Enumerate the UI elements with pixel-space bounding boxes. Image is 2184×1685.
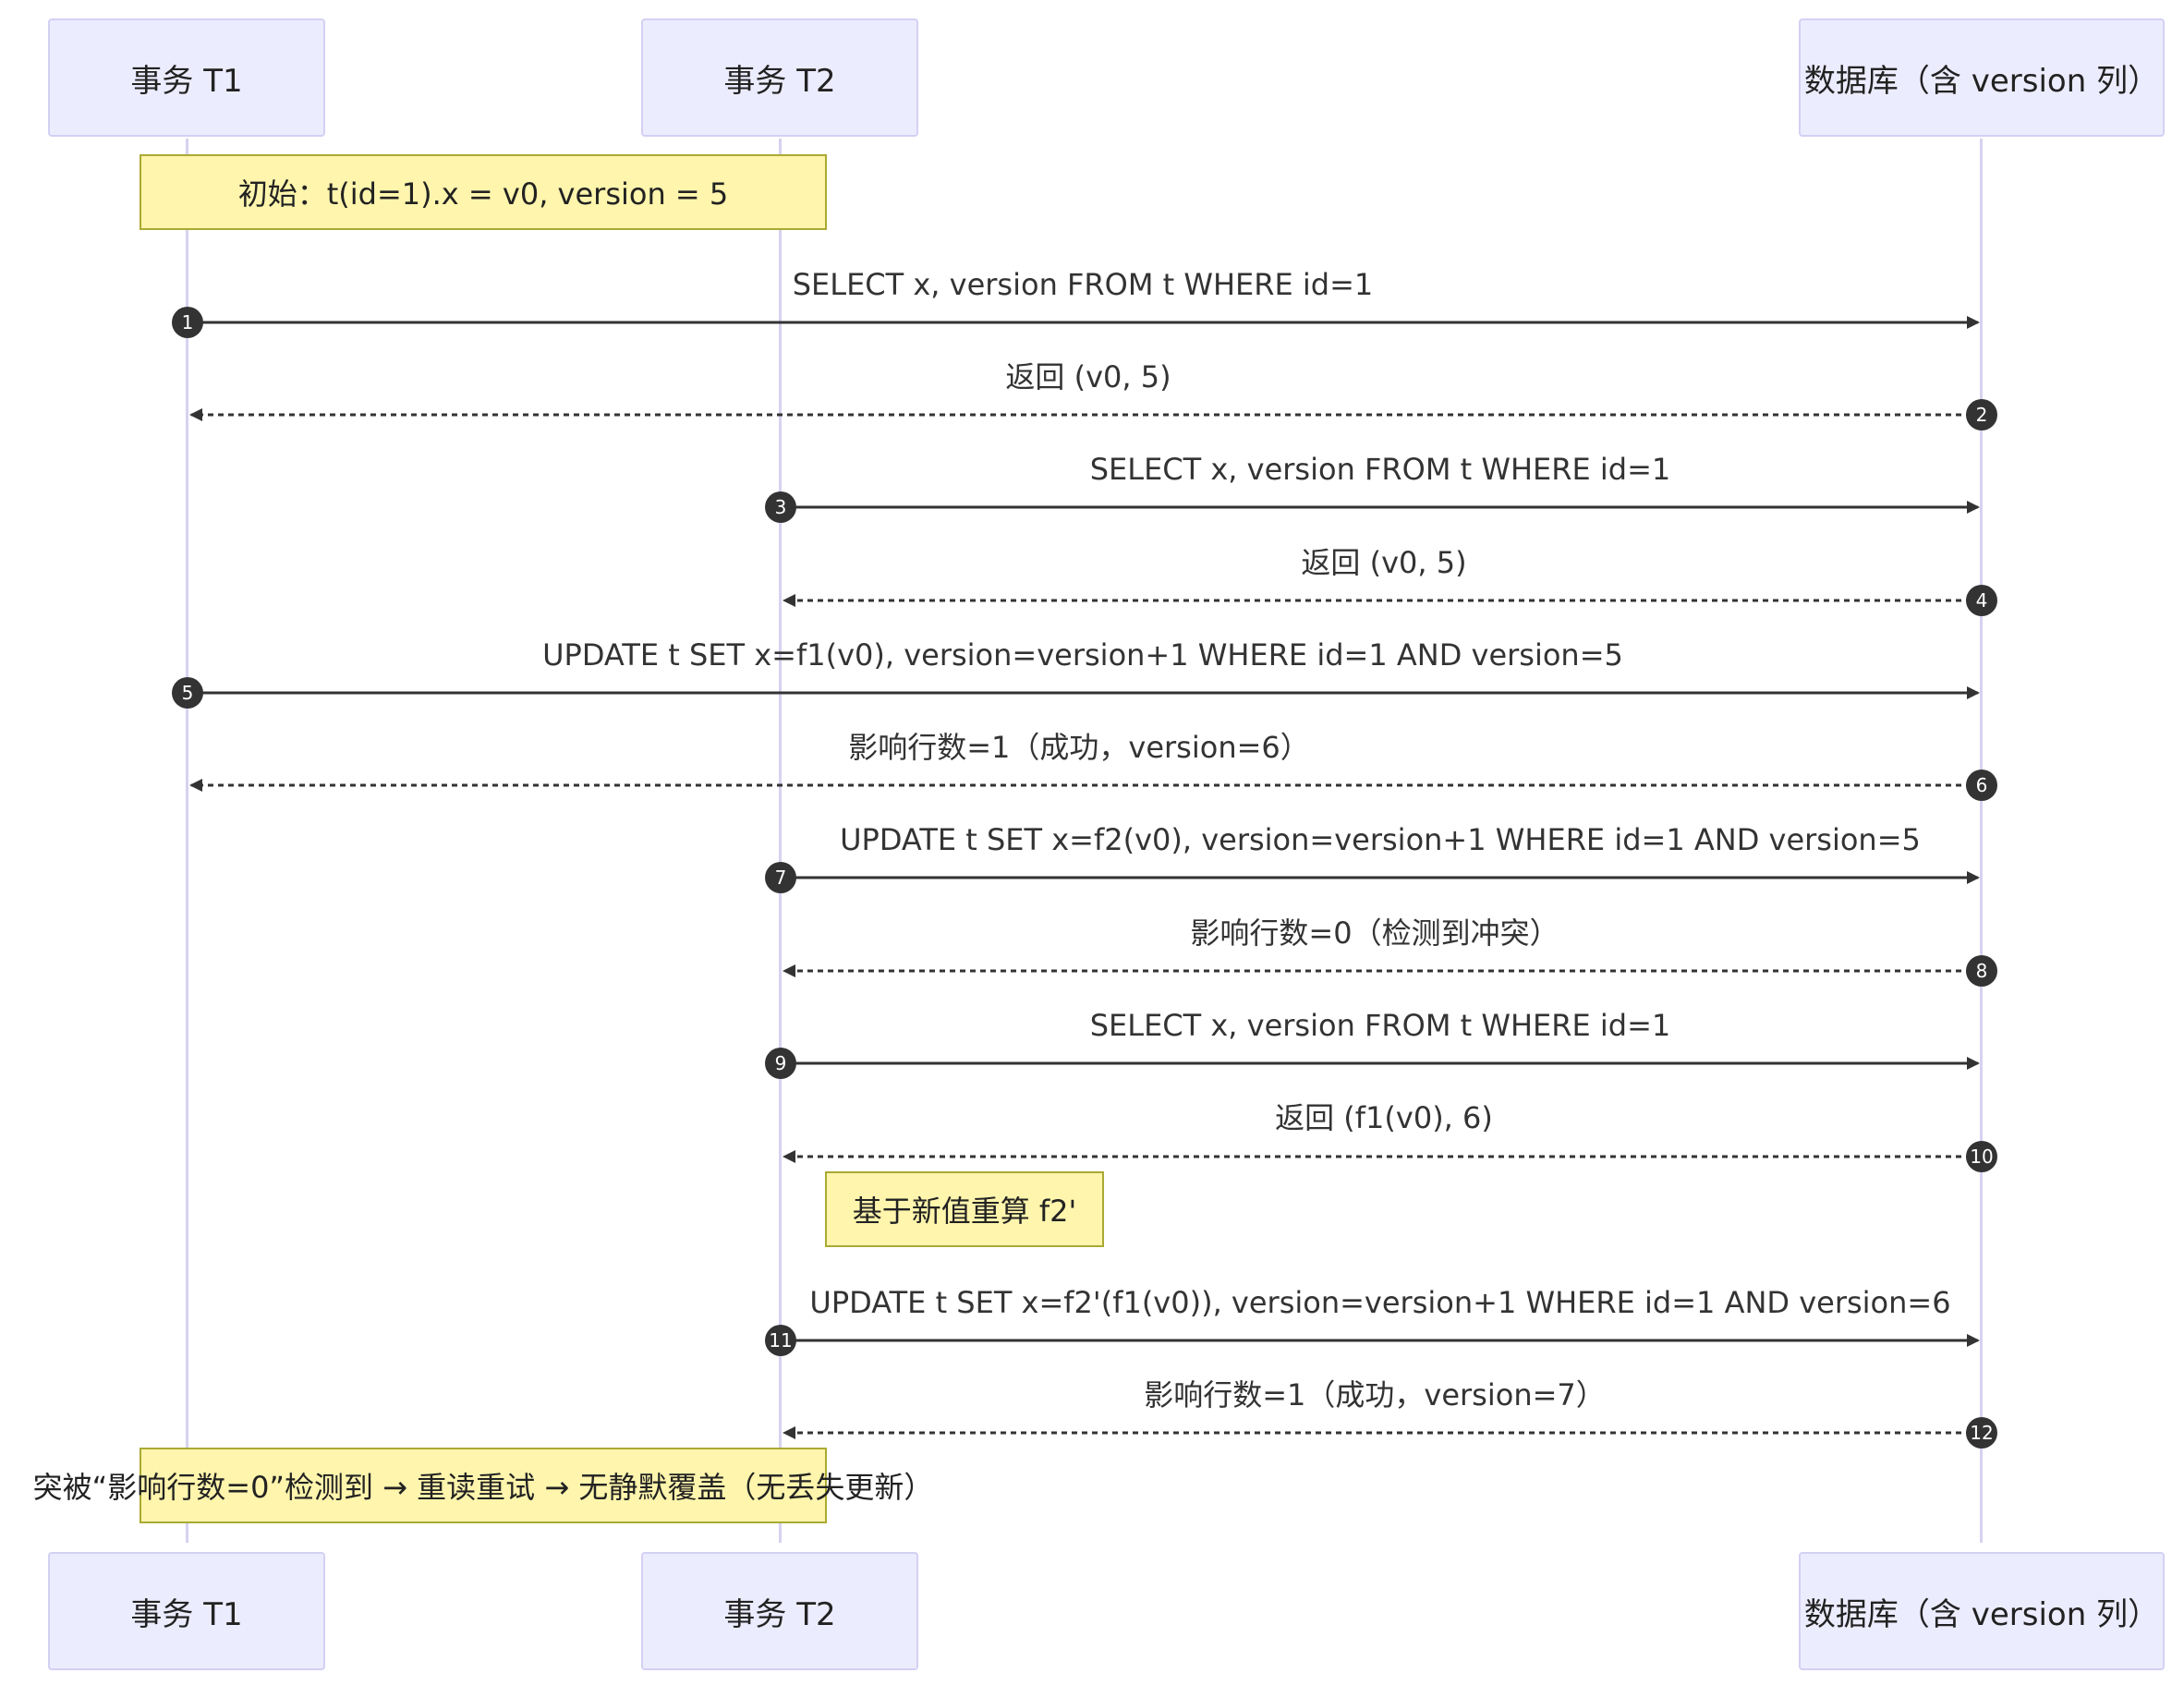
note-summary: 突被“影响行数=0”检测到 → 重读重试 → 无静默覆盖（无丢失更新） (33, 1448, 933, 1523)
message-label-6: 影响行数=1（成功，version=6） (848, 730, 1310, 765)
lifeline-t2 (779, 139, 782, 1543)
actor-label: 事务 T2 (723, 1595, 836, 1633)
lifeline-t1 (186, 139, 188, 1543)
message-label-4: 返回 (v0, 5) (1301, 545, 1467, 580)
sequence-number-12: 12 (1970, 1422, 1993, 1444)
actor-db-bottom: 数据库（含 version 列） (1799, 1552, 2165, 1670)
actor-label: 数据库（含 version 列） (1803, 62, 2160, 100)
sequence-number-6: 6 (1976, 774, 1988, 796)
note-text: 初始：t(id=1).x = v0, version = 5 (237, 176, 729, 212)
sequence-number-5: 5 (182, 682, 194, 704)
sequence-number-badge-11 (765, 1325, 796, 1356)
note-recompute: 基于新值重算 f2' (825, 1171, 1104, 1247)
message-label-2: 返回 (v0, 5) (1005, 359, 1171, 394)
actor-db-top: 数据库（含 version 列） (1799, 18, 2165, 137)
actor-t1-top: 事务 T1 (48, 18, 325, 137)
message-label-10: 返回 (f1(v0), 6) (1275, 1100, 1493, 1135)
sequence-number-4: 4 (1976, 589, 1988, 612)
sequence-number-9: 9 (775, 1052, 787, 1074)
sequence-number-badge-6 (1966, 770, 1997, 801)
message-label-1: SELECT x, version FROM t WHERE id=1 (792, 267, 1374, 302)
sequence-number-8: 8 (1976, 960, 1988, 982)
sequence-number-badge-3 (765, 491, 796, 523)
actor-t1-bottom: 事务 T1 (48, 1552, 325, 1670)
lifeline-db (1980, 139, 1983, 1543)
sequence-number-badge-12 (1966, 1417, 1997, 1449)
sequence-number-badge-7 (765, 862, 796, 893)
message-label-8: 影响行数=0（检测到冲突） (1190, 915, 1559, 951)
sequence-number-badge-9 (765, 1048, 796, 1079)
note-text: 突被“影响行数=0”检测到 → 重读重试 → 无静默覆盖（无丢失更新） (32, 1470, 934, 1505)
message-label-5: UPDATE t SET x=f1(v0), version=version+1… (542, 637, 1623, 673)
sequence-number-3: 3 (775, 496, 787, 518)
sequence-number-badge-4 (1966, 585, 1997, 616)
sequence-number-badge-2 (1966, 399, 1997, 430)
message-label-7: UPDATE t SET x=f2(v0), version=version+1… (840, 822, 1921, 857)
actor-t2-top: 事务 T2 (641, 18, 918, 137)
sequence-number-badge-5 (172, 677, 203, 709)
message-label-11: UPDATE t SET x=f2'(f1(v0)), version=vers… (809, 1285, 1951, 1320)
note-initial: 初始：t(id=1).x = v0, version = 5 (140, 154, 827, 230)
message-label-9: SELECT x, version FROM t WHERE id=1 (1089, 1008, 1671, 1043)
sequence-number-badge-10 (1966, 1141, 1997, 1172)
sequence-number-badge-1 (172, 307, 203, 338)
message-label-3: SELECT x, version FROM t WHERE id=1 (1089, 452, 1671, 487)
sequence-number-11: 11 (769, 1329, 792, 1352)
actor-t2-bottom: 事务 T2 (641, 1552, 918, 1670)
sequence-number-10: 10 (1970, 1146, 1993, 1168)
actor-label: 事务 T2 (723, 62, 836, 100)
note-text: 基于新值重算 f2' (852, 1194, 1077, 1229)
message-label-12: 影响行数=1（成功，version=7） (1144, 1377, 1606, 1412)
sequence-number-7: 7 (775, 867, 787, 889)
sequence-number-badge-8 (1966, 955, 1997, 987)
actor-label: 事务 T1 (130, 1595, 243, 1633)
actor-label: 事务 T1 (130, 62, 243, 100)
sequence-number-2: 2 (1976, 404, 1988, 426)
actor-label: 数据库（含 version 列） (1803, 1595, 2160, 1633)
sequence-number-1: 1 (182, 311, 194, 333)
